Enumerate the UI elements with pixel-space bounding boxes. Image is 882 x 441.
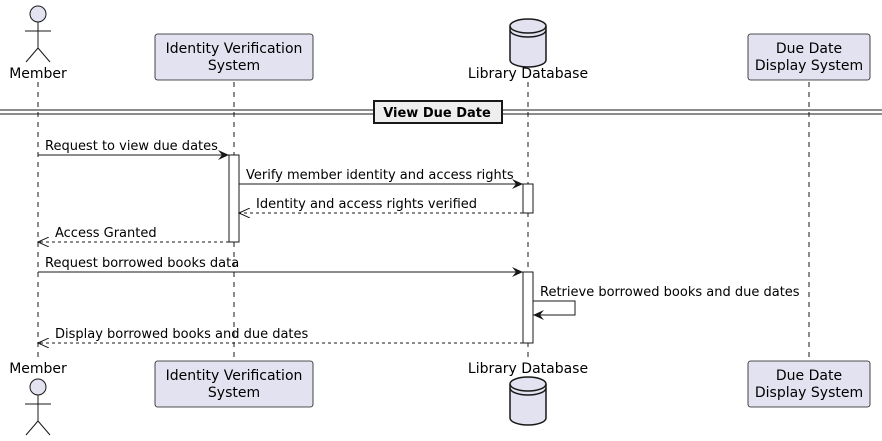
message-label-3: Identity and access rights verified	[256, 197, 477, 212]
participant-label-member-top: Member	[9, 66, 67, 82]
participant-box-ivs-top	[154, 33, 314, 81]
actor-right-leg-top	[37, 47, 51, 63]
actor-left-leg-bottom	[25, 420, 39, 436]
actor-right-leg-bottom	[37, 420, 51, 436]
database-icon-rim-bottom	[509, 383, 547, 396]
participant-label-ivs-bottom-line1: Identity Verification	[166, 368, 303, 384]
participant-label-ivs-top-line2: System	[208, 58, 260, 74]
database-icon-bottom	[509, 376, 547, 426]
participant-box-dds-top	[747, 33, 871, 81]
participant-label-member-bottom: Member	[9, 361, 67, 377]
activation-ivs	[228, 154, 240, 243]
participant-label-libdb-top: Library Database	[468, 66, 588, 82]
message-label-6: Retrieve borrowed books and due dates	[540, 285, 800, 300]
participant-label-libdb-bottom: Library Database	[468, 361, 588, 377]
activation-libdb-verify	[522, 183, 534, 214]
participant-label-dds-bottom-line2: Display System	[755, 385, 863, 401]
message-label-2: Verify member identity and access rights	[246, 168, 514, 183]
section-label-box	[373, 100, 503, 124]
participant-label-ivs-bottom-line2: System	[208, 385, 260, 401]
participant-label-dds-bottom-line1: Due Date	[776, 368, 842, 384]
actor-left-leg-top	[25, 47, 39, 63]
database-icon-rim-top	[509, 25, 547, 38]
message-label-4: Access Granted	[55, 226, 157, 241]
participant-label-dds-top-line2: Display System	[755, 58, 863, 74]
database-icon-top	[509, 18, 547, 68]
actor-head-bottom	[29, 378, 47, 396]
participant-label-dds-top-line1: Due Date	[776, 41, 842, 57]
activation-libdb-retrieve	[522, 271, 534, 344]
section-label: View Due Date	[383, 106, 491, 121]
participant-box-dds-bottom	[747, 360, 871, 408]
message-arrow-6	[533, 300, 576, 320]
message-label-7: Display borrowed books and due dates	[55, 327, 309, 342]
actor-head-top	[29, 5, 47, 23]
participant-label-ivs-top-line1: Identity Verification	[166, 41, 303, 57]
message-label-1: Request to view due dates	[45, 139, 218, 154]
participant-box-ivs-bottom	[154, 360, 314, 408]
message-label-5: Request borrowed books data	[45, 256, 239, 271]
